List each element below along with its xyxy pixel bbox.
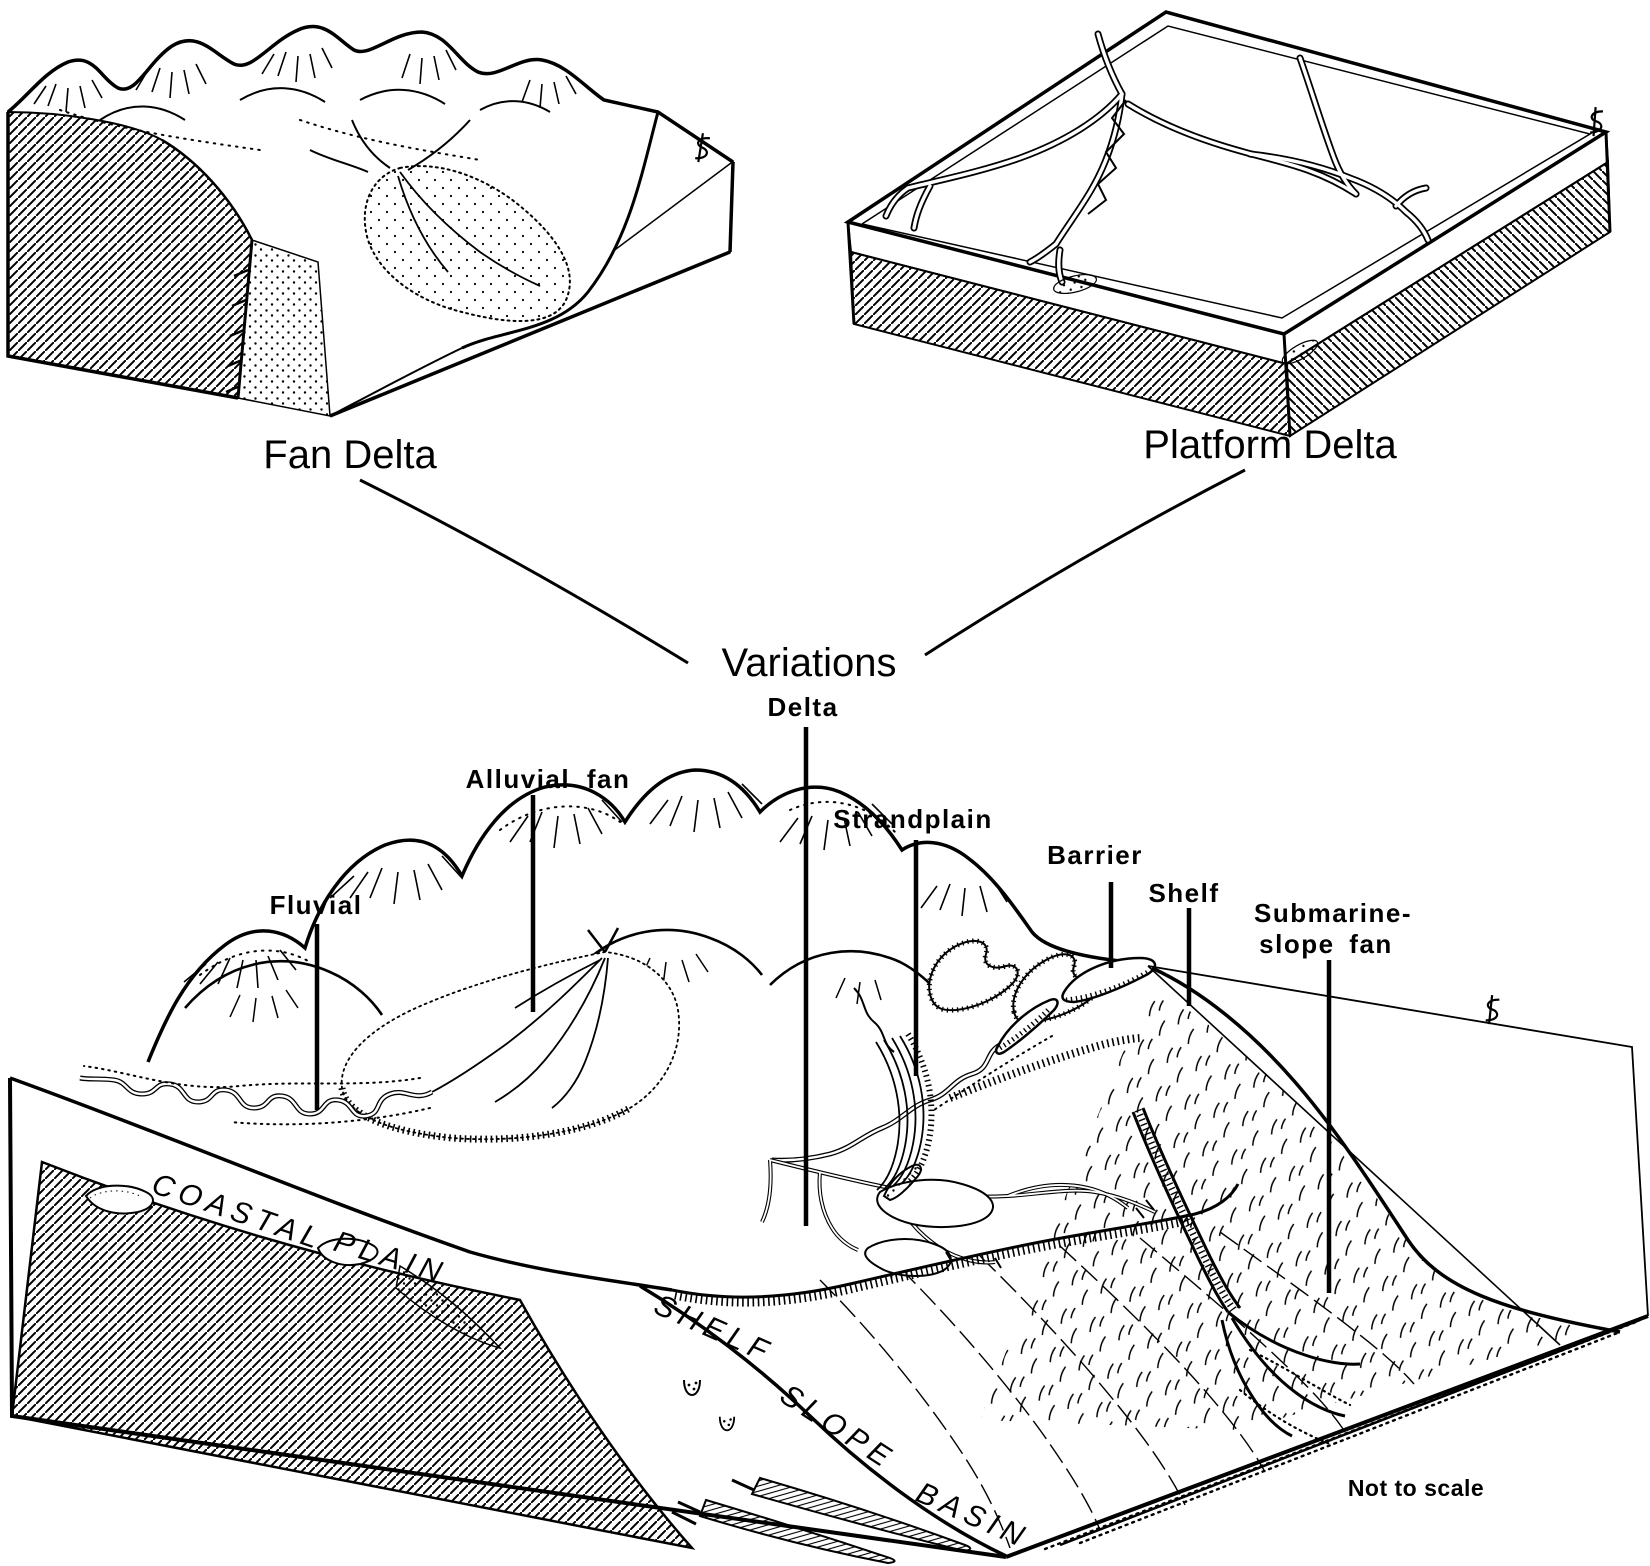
delta-plain — [760, 1158, 1156, 1277]
fan-delta-block — [6, 24, 735, 418]
alluvial-fan-label: Alluvial fan — [466, 764, 631, 794]
leader-lines — [314, 727, 1332, 1293]
strandplain-label: Strandplain — [833, 804, 993, 834]
main-block: COASTAL PLAIN SHELF SLOPE BASIN Fluvial … — [8, 692, 1649, 1565]
tidal-creek — [853, 987, 895, 1053]
submarine-slope-fan-label-line1: Submarine- — [1254, 898, 1412, 928]
fluvial-river — [79, 1065, 434, 1126]
section-slope-label: SLOPE — [774, 1378, 901, 1477]
seafloor-profile — [639, 1284, 1007, 1558]
turbidite-wedge — [750, 1476, 972, 1553]
slope-surface-texture — [980, 985, 1600, 1430]
marsh-fringe — [948, 1034, 1143, 1102]
spit — [882, 1163, 922, 1202]
delta-front — [671, 1183, 1240, 1299]
connector-fan-delta — [359, 478, 689, 665]
variations-label: Variations — [722, 641, 897, 685]
barrier-label: Barrier — [1047, 840, 1143, 870]
fan-delta-mountains — [6, 24, 734, 164]
sand-wedge — [395, 1264, 503, 1350]
connector-platform-delta — [924, 468, 1246, 657]
platform-delta-channels — [882, 30, 1432, 365]
basement-cross-section — [10, 1160, 696, 1550]
fluvial-label: Fluvial — [270, 890, 363, 920]
mountain-range — [146, 768, 1141, 1063]
not-to-scale-note: Not to scale — [1348, 1475, 1484, 1501]
slope-deposit-lines — [819, 1231, 1415, 1549]
sand-lens — [316, 1237, 379, 1266]
shelf-label: Shelf — [1148, 878, 1219, 908]
fan-delta-front — [461, 111, 660, 350]
sea-level-plane — [1147, 965, 1649, 1346]
submarine-slope-fan-label-line2: slope fan — [1259, 929, 1393, 959]
alluvial-fan — [338, 951, 680, 1143]
sand-lens — [84, 1184, 154, 1215]
platform-delta-block — [843, 10, 1612, 438]
barrier-island — [1061, 956, 1157, 1004]
platform-delta-label: Platform Delta — [1143, 423, 1397, 467]
submarine-channel-fan — [1131, 1107, 1361, 1446]
turbidite-wedge — [698, 1498, 896, 1565]
estuary-lagoons — [926, 938, 1105, 1025]
delta-label: Delta — [767, 692, 838, 722]
section-basin-label: BASIN — [911, 1476, 1034, 1555]
fan-delta-label: Fan Delta — [263, 433, 437, 477]
fan-delta-lobe — [363, 165, 571, 322]
shelf-slope-break — [1151, 966, 1621, 1334]
delta-lake — [876, 1178, 994, 1229]
